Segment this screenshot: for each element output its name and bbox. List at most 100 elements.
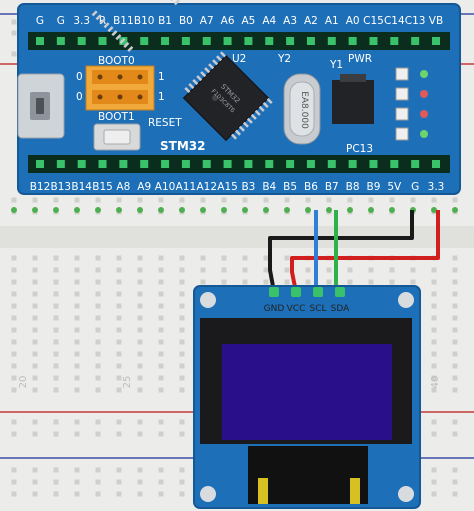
breadboard-hole xyxy=(368,267,374,273)
breadboard-hole xyxy=(11,291,17,297)
pin-header-hole xyxy=(286,160,295,168)
breadboard-hole xyxy=(305,279,311,285)
breadboard-hole xyxy=(347,279,353,285)
breadboard-hole xyxy=(452,315,458,321)
breadboard-hole xyxy=(11,431,17,437)
breadboard-hole xyxy=(452,363,458,369)
wire-vcc xyxy=(290,210,440,293)
oled-pin-label: GND xyxy=(264,304,285,314)
breadboard-hole xyxy=(95,279,101,285)
pin-header-hole xyxy=(36,160,44,168)
breadboard-hole xyxy=(158,291,164,297)
breadboard-hole xyxy=(179,291,185,297)
breadboard-hole xyxy=(137,315,143,321)
breadboard-hole xyxy=(74,491,80,497)
pin-header-hole xyxy=(140,37,149,45)
breadboard-hole xyxy=(32,303,38,309)
pin-header-hole xyxy=(390,37,399,45)
breadboard-hole xyxy=(32,197,38,203)
breadboard-hole xyxy=(347,267,353,273)
breadboard-hole xyxy=(32,387,38,393)
pin-label: B3 xyxy=(241,181,255,193)
breadboard-hole xyxy=(95,291,101,297)
breadboard-hole xyxy=(158,351,164,357)
pin-header-hole xyxy=(36,37,44,45)
breadboard-hole xyxy=(74,351,80,357)
breadboard-hole xyxy=(137,363,143,369)
breadboard-hole xyxy=(11,351,17,357)
connected-hole xyxy=(137,207,143,213)
breadboard-hole xyxy=(347,197,353,203)
pin-header-hole xyxy=(77,160,86,168)
breadboard-hole xyxy=(452,479,458,485)
y2-label: Y2 xyxy=(277,53,291,65)
breadboard-hole xyxy=(32,339,38,345)
breadboard-hole xyxy=(116,339,122,345)
pin-label: B13 xyxy=(51,181,72,193)
breadboard-hole xyxy=(431,467,437,473)
pin-label: G xyxy=(36,15,44,27)
connected-hole xyxy=(389,207,395,213)
breadboard-hole xyxy=(137,267,143,273)
breadboard-hole xyxy=(221,255,227,261)
breadboard-hole xyxy=(284,197,290,203)
connected-hole xyxy=(74,207,80,213)
breadboard-hole xyxy=(95,255,101,261)
chip-dot xyxy=(212,95,218,101)
pin-header-hole xyxy=(369,37,378,45)
pin-header-hole xyxy=(56,37,65,45)
pin-label: A12 xyxy=(196,181,217,193)
breadboard-hole xyxy=(410,197,416,203)
breadboard-hole xyxy=(95,375,101,381)
led-pc13 xyxy=(395,127,409,141)
breadboard-hole xyxy=(74,479,80,485)
breadboard-hole xyxy=(74,255,80,261)
pin-header-hole xyxy=(286,37,295,45)
breadboard-hole xyxy=(53,419,59,425)
breadboard-hole xyxy=(11,30,17,36)
pin-label: B14 xyxy=(71,181,92,193)
breadboard-hole xyxy=(11,363,17,369)
pin-label: A6 xyxy=(221,15,235,27)
breadboard-hole xyxy=(452,387,458,393)
breadboard-hole xyxy=(263,267,269,273)
pin-header-hole xyxy=(327,37,336,45)
column-number: 25 xyxy=(122,376,133,389)
pin-label: 5V xyxy=(387,181,402,193)
breadboard-hole xyxy=(32,419,38,425)
pin-header-hole xyxy=(202,37,211,45)
breadboard-hole xyxy=(32,375,38,381)
pin-header-hole xyxy=(181,37,190,45)
breadboard-hole xyxy=(116,315,122,321)
breadboard-hole xyxy=(116,279,122,285)
breadboard-hole xyxy=(200,255,206,261)
breadboard-hole xyxy=(53,197,59,203)
breadboard-hole xyxy=(431,327,437,333)
pin-label: B5 xyxy=(283,181,297,193)
pin-label: C15 xyxy=(363,15,384,27)
breadboard-hole xyxy=(116,291,122,297)
jumper-1-label-bottom: 1 xyxy=(158,91,165,103)
ribbon-contact-right xyxy=(350,478,360,504)
pin-header-hole xyxy=(161,37,170,45)
oled-pin xyxy=(313,287,323,297)
breadboard-hole xyxy=(158,491,164,497)
pin-header-hole xyxy=(411,160,420,168)
breadboard-hole xyxy=(305,197,311,203)
pin-label: A9 xyxy=(137,181,151,193)
breadboard-hole xyxy=(116,431,122,437)
led-pwr xyxy=(395,67,409,81)
breadboard-hole xyxy=(158,315,164,321)
breadboard-hole xyxy=(221,197,227,203)
breadboard-hole xyxy=(221,279,227,285)
pin-label: B12 xyxy=(30,181,51,193)
breadboard-hole xyxy=(116,375,122,381)
pin-label: B9 xyxy=(367,181,381,193)
connected-hole xyxy=(347,207,353,213)
breadboard-hole xyxy=(179,197,185,203)
breadboard-hole xyxy=(179,431,185,437)
breadboard-hole xyxy=(452,375,458,381)
board-name: STM32 xyxy=(160,139,205,153)
breadboard-hole xyxy=(116,419,122,425)
